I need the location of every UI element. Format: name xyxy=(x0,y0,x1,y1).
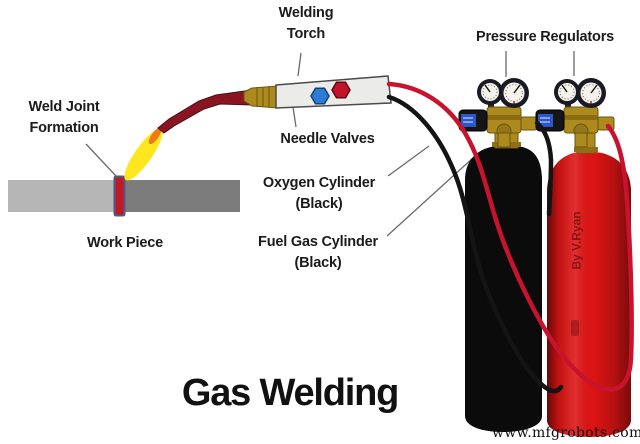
needle-valve-blue xyxy=(310,87,330,105)
label-weld-joint-formation: Weld Joint Formation xyxy=(14,97,114,139)
torch-neck xyxy=(157,89,253,134)
weld-joint xyxy=(113,175,126,217)
label-line: Torch xyxy=(286,26,326,42)
label-welding-torch: Welding Torch xyxy=(260,3,352,45)
label-line: Fuel Gas Cylinder xyxy=(258,234,378,250)
label-line: Oxygen Cylinder xyxy=(262,175,376,191)
label-line: Formation xyxy=(29,120,99,136)
leader-welding-torch xyxy=(297,52,302,77)
gauge-ticks xyxy=(559,84,575,100)
fuel-pressure-regulator xyxy=(535,78,615,148)
leader-fuel-cylinder xyxy=(386,156,475,237)
torch-brass-fitting xyxy=(243,85,279,109)
fuel-cylinder-shading xyxy=(547,152,631,437)
workpiece-right-plate xyxy=(125,180,240,212)
leader-lines xyxy=(85,51,575,237)
flame xyxy=(124,128,163,181)
oxygen-pressure-regulator xyxy=(458,78,538,148)
regulator-band xyxy=(564,115,598,120)
regulator-stem xyxy=(497,132,511,148)
label-fuel-gas-cylinder: Fuel Gas Cylinder (Black) xyxy=(250,232,386,274)
flame-inner-cone xyxy=(148,127,162,145)
small-vertical-mark xyxy=(571,320,579,336)
regulator-stem xyxy=(574,132,588,148)
needle-valve-red xyxy=(331,81,351,99)
knob-label xyxy=(461,114,476,127)
brass-ridges xyxy=(256,86,270,107)
oxygen-hose-regulator-end xyxy=(534,120,554,217)
knob-label xyxy=(538,114,553,127)
oxygen-cylinder xyxy=(465,146,542,432)
gauge-needle xyxy=(590,84,598,94)
gauge-needle xyxy=(561,84,568,93)
gauge-ticks xyxy=(482,84,498,100)
label-work-piece: Work Piece xyxy=(87,235,163,251)
label-pressure-regulators: Pressure Regulators xyxy=(475,29,615,45)
fuel-neck-collar xyxy=(574,147,598,152)
label-needle-valves: Needle Valves xyxy=(280,131,375,147)
regulator-band xyxy=(487,115,521,120)
diagram-title: Gas Welding xyxy=(181,372,399,414)
gauge-stem xyxy=(565,100,571,110)
cylinder-signature: By V.Ryan xyxy=(569,211,584,270)
gauge-needle xyxy=(513,84,521,94)
label-line: (Black) xyxy=(295,196,343,212)
label-line: Weld Joint xyxy=(28,99,100,115)
fuel-hose xyxy=(386,81,634,392)
watermark: www.mfgrobots.com xyxy=(492,425,640,441)
label-oxygen-cylinder: Oxygen Cylinder (Black) xyxy=(256,173,382,215)
hose-fitting xyxy=(520,116,538,131)
label-line: Welding xyxy=(278,5,334,21)
gauge-stem xyxy=(488,100,494,110)
leader-needle-valves xyxy=(292,106,297,128)
workpiece-left-plate xyxy=(8,180,117,212)
leader-oxygen-cylinder xyxy=(387,145,430,177)
label-line: (Black) xyxy=(294,255,342,271)
leader-weld-joint xyxy=(85,143,117,177)
gauge-needle xyxy=(484,84,491,93)
oxygen-hose xyxy=(386,94,564,394)
